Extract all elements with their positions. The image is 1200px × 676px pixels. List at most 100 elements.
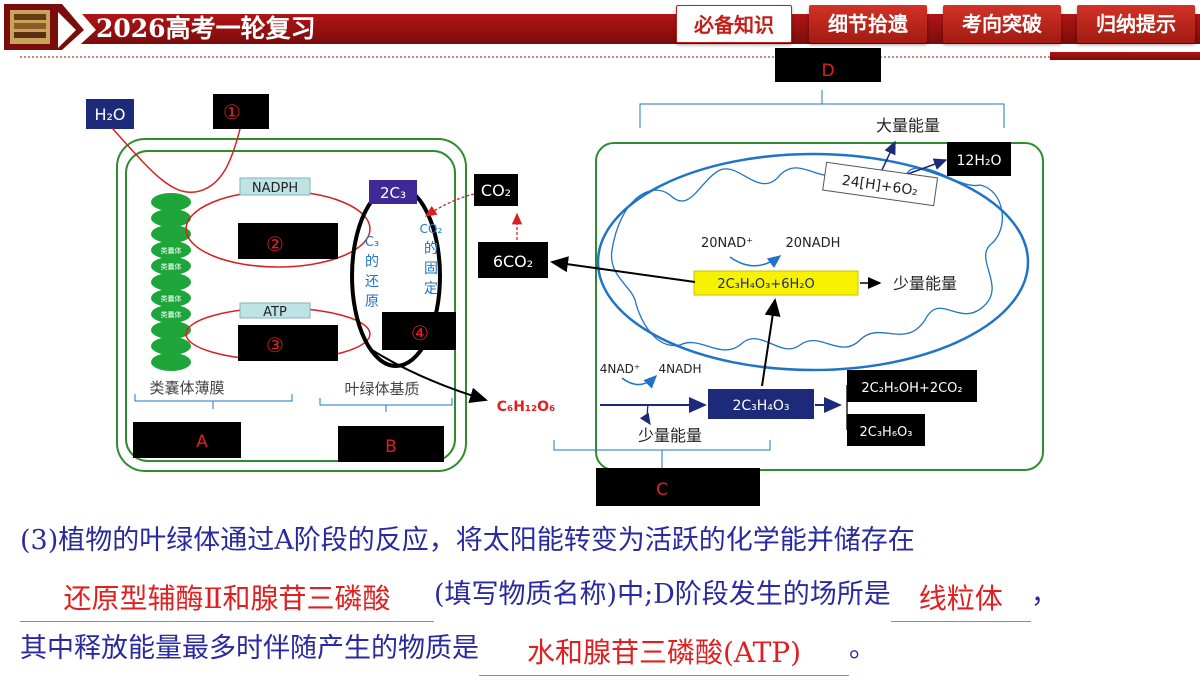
blank-slot-b: [338, 426, 444, 462]
photosynthesis-respiration-diagram: H₂O ① 类囊体 类囊体 类囊体 类囊体 NADPH ② ATP ③ 2C₃ …: [86, 48, 1044, 506]
blank-slot-3: [238, 325, 338, 361]
header-divider: [20, 56, 1050, 58]
nadph-box: [239, 177, 311, 196]
nadph-label: NADPH: [252, 181, 298, 196]
cristae: [610, 167, 1003, 351]
tab-summary-tips[interactable]: 归纳提示: [1077, 5, 1195, 43]
question-part-2: (填写物质名称)中;D阶段发生的场所是: [434, 579, 891, 610]
little-energy-label-1: 少量能量: [893, 274, 957, 293]
little-energy-arrow-2: [639, 404, 651, 426]
answer-1: 还原型辅酶Ⅱ和腺苷三磷酸: [63, 582, 391, 615]
question-part-3: ，: [1030, 579, 1058, 610]
water-split-curve: [111, 127, 241, 193]
co2-fixation-3: 固: [424, 261, 438, 277]
question-text: (3)植物的叶绿体通过A阶段的反应，将太阳能转变为活跃的化学能并储存在 还原型辅…: [20, 514, 1190, 676]
c3-reduction-1: C₃: [365, 235, 379, 250]
pyruvate-up-arrow: [761, 298, 781, 387]
lactate-box: [847, 414, 925, 446]
cell-membrane: [595, 142, 1044, 471]
pyruvate-water-label: 2C₃H₄O₃+6H₂O: [717, 277, 814, 292]
question-part-4: 其中释放能量最多时伴随产生的物质是: [20, 633, 479, 664]
twelve-h2o-box: [947, 142, 1011, 176]
six-co2-box: [478, 242, 548, 278]
co2-fixation-4: 定: [424, 281, 438, 297]
page-title: 2026高考一轮复习: [96, 14, 316, 43]
thylakoid-label-2: 类囊体: [161, 262, 182, 271]
much-energy-arrow: [881, 140, 896, 171]
slot-1-label: ①: [223, 100, 241, 124]
answer-blank-3: 水和腺苷三磷酸(ATP): [479, 635, 849, 676]
blank-slot-4: [382, 312, 456, 350]
nad-4-arrow: [621, 374, 658, 389]
answer-blank-2: 线粒体: [890, 581, 1031, 622]
water-output-arrow: [904, 158, 948, 176]
nadh-4-label: 4NADH: [658, 362, 701, 376]
tab-required-knowledge[interactable]: 必备知识: [676, 5, 792, 43]
co2-fixation-1: CO₂: [420, 222, 443, 236]
stroma-brace: [319, 398, 453, 412]
h-o2-box: [822, 161, 939, 207]
co2-fixation-arrow: [424, 193, 475, 217]
answer-blank-1: 还原型辅酶Ⅱ和腺苷三磷酸: [20, 581, 434, 622]
blank-slot-d: [775, 48, 881, 82]
answer-2: 线粒体: [918, 582, 1003, 615]
thylakoid-label-3: 类囊体: [161, 294, 182, 303]
atp-box: [239, 302, 311, 319]
twelve-h2o-label: 12H₂O: [957, 153, 1002, 169]
mitochondrion-outer: [596, 152, 1030, 372]
thylakoid-stack: [151, 193, 191, 371]
co2-fixation-2: 的: [424, 241, 438, 257]
six-co2-label: 6CO₂: [493, 252, 533, 271]
glycolysis-brace: [553, 440, 771, 468]
glucose-label: C₆H₁₂O₆: [497, 399, 555, 415]
slot-4-label: ④: [411, 321, 429, 345]
h2o-label: H₂O: [94, 105, 125, 124]
book-logo-icon: [0, 0, 96, 54]
slot-a-label: A: [196, 432, 208, 452]
nad-20-label: 20NAD⁺: [701, 236, 753, 251]
thylakoid-label-4: 类囊体: [161, 310, 182, 319]
question-part-1: (3)植物的叶绿体通过A阶段的反应，将太阳能转变为活跃的化学能并储存在: [20, 525, 915, 556]
little-energy-label-2: 少量能量: [638, 426, 702, 445]
blank-slot-1: [213, 94, 269, 129]
membrane-brace: [134, 394, 293, 409]
ethanol-box: [847, 370, 977, 402]
tab-detail-review[interactable]: 细节拾遗: [809, 5, 927, 43]
chloroplast-inner-membrane: [125, 150, 456, 462]
ethanol-label: 2C₂H₅OH+2CO₂: [861, 381, 962, 396]
co2-box: [474, 174, 518, 206]
slot-2-label: ②: [266, 232, 284, 256]
thylakoid-label-1: 类囊体: [161, 246, 182, 255]
co2-label: CO₂: [481, 181, 511, 200]
header: 2026高考一轮复习 必备知识 细节拾遗 考向突破 归纳提示: [0, 0, 1200, 60]
stroma-label: 叶绿体基质: [344, 380, 419, 398]
answer-3: 水和腺苷三磷酸(ATP): [526, 636, 802, 669]
mitochondrion-brace: [639, 90, 1005, 128]
c3-label: 2C₃: [380, 184, 406, 202]
nad-4-label: 4NAD⁺: [600, 362, 640, 376]
pyruvate-label: 2C₃H₄O₃: [732, 398, 789, 414]
slot-c-label: C: [656, 480, 668, 500]
nad-20-arrow: [729, 255, 782, 269]
nadh-20-label: 20NADH: [786, 236, 841, 251]
h2o-box: [86, 99, 134, 129]
atp-label: ATP: [263, 305, 287, 320]
lactate-label: 2C₃H₆O₃: [860, 425, 913, 440]
blank-slot-2: [238, 223, 338, 259]
c3-reduction-3: 还: [365, 274, 379, 290]
tab-exam-direction[interactable]: 考向突破: [943, 5, 1061, 43]
chloroplast-outer-membrane: [116, 138, 467, 472]
much-energy-label: 大量能量: [876, 116, 940, 135]
slot-3-label: ③: [266, 333, 284, 357]
question-part-5: 。: [849, 633, 876, 664]
blank-slot-c: [596, 468, 760, 506]
slot-d-label: D: [821, 61, 834, 81]
blank-slot-a: [133, 422, 241, 458]
membrane-label: 类囊体薄膜: [149, 379, 224, 397]
co2-output-arrow: [550, 256, 696, 283]
glucose-arrow: [371, 349, 488, 404]
slot-b-label: B: [385, 437, 397, 457]
c3-box: [369, 180, 417, 204]
pyruvate-box: [708, 389, 814, 419]
c3-reduction-2: 的: [365, 254, 379, 270]
